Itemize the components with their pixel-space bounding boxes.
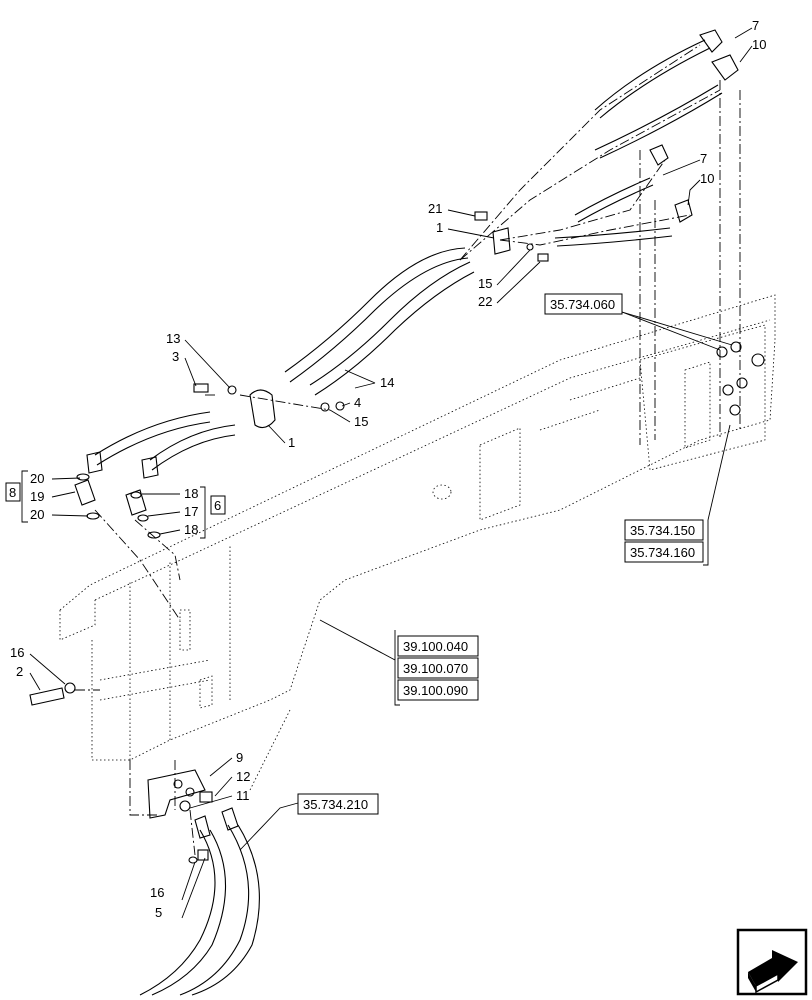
ref-link-35-734-060[interactable]: 35.734.060 <box>544 293 623 315</box>
group-8-label: 8 <box>9 485 16 500</box>
ref-link-35-734-150[interactable]: 35.734.150 <box>624 519 704 541</box>
ref-link-35-734-160[interactable]: 35.734.160 <box>624 541 704 563</box>
callout-17: 17 <box>184 504 198 519</box>
callout-20-upper: 20 <box>30 471 44 486</box>
group-6-label: 6 <box>214 498 221 513</box>
callout-20-lower: 20 <box>30 507 44 522</box>
callout-14: 14 <box>380 375 394 390</box>
callout-4: 4 <box>354 395 361 410</box>
next-page-arrow-icon[interactable] <box>736 928 808 996</box>
svg-text:39.100.040: 39.100.040 <box>403 639 468 654</box>
group-boxes: 8 6 <box>5 482 226 515</box>
fittings <box>29 29 748 864</box>
svg-text:35.734.160: 35.734.160 <box>630 545 695 560</box>
callout-19: 19 <box>30 489 44 504</box>
reference-links: 35.734.060 35.734.150 35.734.160 39.100.… <box>297 293 704 815</box>
callout-10-mid: 10 <box>700 171 714 186</box>
ref-link-39-100-040[interactable]: 39.100.040 <box>397 635 479 657</box>
callout-10-top: 10 <box>752 37 766 52</box>
callout-numbers: 7 10 7 10 21 1 15 22 13 3 14 4 15 1 20 1… <box>10 18 766 920</box>
ref-link-39-100-090[interactable]: 39.100.090 <box>397 679 479 701</box>
callout-18-upper: 18 <box>184 486 198 501</box>
ref-link-35-734-210[interactable]: 35.734.210 <box>297 793 379 815</box>
callout-22: 22 <box>478 294 492 309</box>
callout-12: 12 <box>236 769 250 784</box>
callout-21: 21 <box>428 201 442 216</box>
callout-5: 5 <box>155 905 162 920</box>
callout-7-mid: 7 <box>700 151 707 166</box>
callout-15-upper: 15 <box>478 276 492 291</box>
callout-1-upper: 1 <box>436 220 443 235</box>
callout-13: 13 <box>166 331 180 346</box>
svg-text:39.100.090: 39.100.090 <box>403 683 468 698</box>
callout-7-top: 7 <box>752 18 759 33</box>
svg-text:35.734.060: 35.734.060 <box>550 297 615 312</box>
callout-3: 3 <box>172 349 179 364</box>
leader-lines <box>21 27 753 919</box>
callout-18-lower: 18 <box>184 522 198 537</box>
callout-16-left: 16 <box>10 645 24 660</box>
callout-9: 9 <box>236 750 243 765</box>
svg-text:35.734.210: 35.734.210 <box>303 797 368 812</box>
ref-link-39-100-070[interactable]: 39.100.070 <box>397 657 479 679</box>
chassis-frame <box>59 294 776 791</box>
callout-1-lower: 1 <box>288 435 295 450</box>
svg-text:35.734.150: 35.734.150 <box>630 523 695 538</box>
svg-text:39.100.070: 39.100.070 <box>403 661 468 676</box>
callout-15-lower: 15 <box>354 414 368 429</box>
callout-16-bottom: 16 <box>150 885 164 900</box>
callout-2: 2 <box>16 664 23 679</box>
construction-lines <box>75 44 741 856</box>
callout-11: 11 <box>236 788 250 803</box>
hoses <box>94 39 723 996</box>
